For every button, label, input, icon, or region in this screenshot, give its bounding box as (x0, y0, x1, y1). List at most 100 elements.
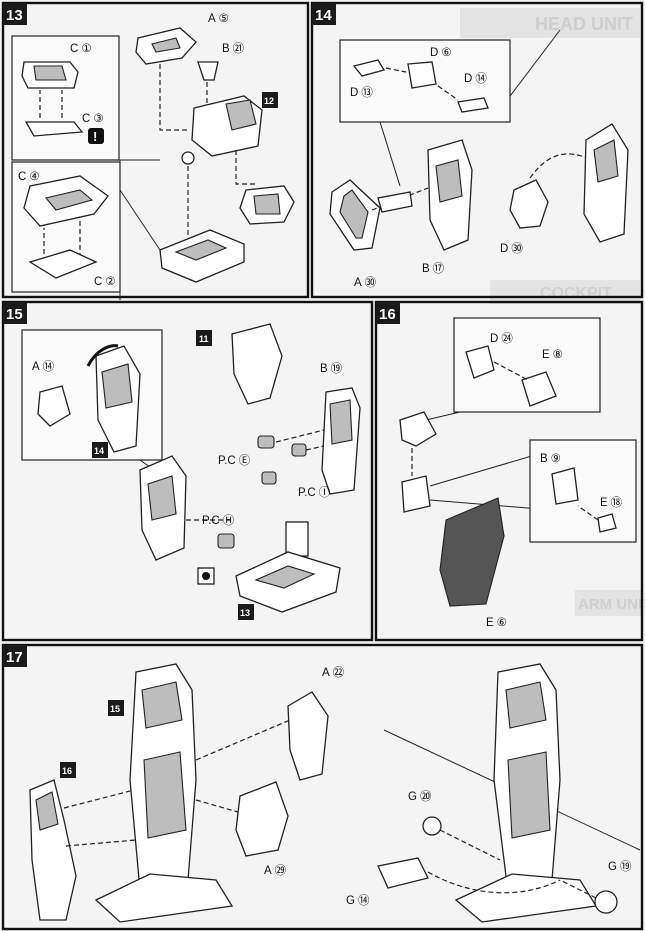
head-back-detail (101, 363, 133, 409)
label-a5-num: ⑤ (219, 13, 229, 25)
label-d14-num: ⑭ (475, 72, 487, 85)
guide-g14 (427, 871, 561, 894)
leader-line-14 (379, 121, 401, 187)
label-c4-letter: C (18, 171, 26, 183)
ref-number-11: 11 (199, 334, 209, 344)
label-a22-letter: A (322, 667, 330, 679)
warning-icon (88, 128, 104, 144)
step-number-13: 13 (6, 7, 23, 24)
part-c1-detail (33, 65, 67, 81)
neck-base-detail (254, 565, 316, 589)
guide-d13 (385, 67, 407, 73)
head-base-stand-detail (174, 239, 228, 261)
label-b9-num: ⑨ (551, 453, 561, 465)
label-d13-num: ⑬ (361, 86, 373, 99)
ref-number-13: 13 (240, 608, 250, 618)
part-a30-detail (339, 189, 369, 239)
label-d30-num: ㉚ (511, 242, 523, 255)
label-d24-num: ㉔ (501, 332, 513, 345)
label-c1-letter: C (70, 43, 78, 55)
ref-badge-14 (92, 442, 108, 458)
label-pch-letter: P.C (202, 515, 220, 527)
ref-number-12: 12 (264, 96, 274, 106)
label-pci-letter: P.C (298, 487, 316, 499)
label-b21-num: ㉑ (233, 42, 245, 55)
head-assembled-detail (147, 475, 177, 521)
head-front-detail (593, 139, 619, 183)
label-a30-letter: A (354, 277, 362, 289)
part-d30 (509, 179, 549, 229)
guide-pce (275, 429, 325, 443)
ref-badge-13 (238, 604, 254, 620)
part-b9 (551, 467, 579, 505)
part-d24 (465, 345, 495, 379)
label-b17-num: ⑰ (433, 262, 445, 275)
step-number-17: 17 (6, 649, 23, 666)
torso-part-11 (231, 323, 283, 405)
torso-assembled-detail (141, 681, 183, 729)
label-g19-num: ⑲ (620, 860, 632, 873)
part-b19-detail (329, 399, 353, 445)
ref-number-14: 14 (94, 446, 104, 456)
step-badge-17 (3, 645, 27, 667)
label-d24-letter: D (490, 333, 498, 345)
guide-a22 (195, 719, 291, 761)
label-a29-letter: A (264, 865, 272, 877)
guide-d14 (437, 85, 459, 101)
label-e8-letter: E (542, 349, 550, 361)
guide-d30 (529, 153, 593, 179)
label-b19-letter: B (320, 363, 328, 375)
step-number-15: 15 (6, 306, 23, 323)
head-joint (181, 151, 195, 165)
rotate-arrow (86, 344, 119, 367)
label-d14-letter: D (464, 73, 472, 85)
guide-a29 (195, 799, 239, 813)
background-bleed: HEAD UNIT COCKPIT ARM UNIT (460, 8, 645, 616)
part-e18 (597, 513, 617, 533)
label-d13-letter: D (350, 87, 358, 99)
bg-heading-arm-unit: ARM UNIT (578, 596, 645, 613)
label-c1-num: ① (81, 43, 91, 55)
ref-badge-11 (196, 330, 212, 346)
part-c-right-detail (253, 193, 281, 215)
part-e6 (439, 497, 505, 607)
label-g14-num: ⑭ (358, 894, 370, 907)
part-c3 (24, 121, 84, 137)
label-c3-num: ③ (93, 113, 103, 125)
label-g20-num: ⑳ (420, 790, 432, 803)
bg-heading-cockpit: COCKPIT (540, 285, 612, 302)
label-d30-letter: D (500, 243, 508, 255)
guide-d24-e8 (493, 361, 529, 381)
guide-g20 (439, 829, 501, 861)
small-dot-marker (202, 572, 210, 580)
polycap-e (257, 435, 275, 449)
guide-a5 (159, 64, 190, 131)
label-c3-letter: C (82, 113, 90, 125)
part-d6 (407, 61, 437, 89)
part-d14 (457, 97, 489, 113)
guide-g19 (559, 879, 597, 899)
label-e18-num: ⑱ (611, 496, 623, 509)
panel-16-frame (374, 300, 644, 642)
part-a14 (37, 385, 71, 427)
warning-mark: ! (93, 129, 97, 144)
label-pci-num: Ⓘ (319, 486, 331, 499)
panel-13-frame (1, 1, 310, 299)
